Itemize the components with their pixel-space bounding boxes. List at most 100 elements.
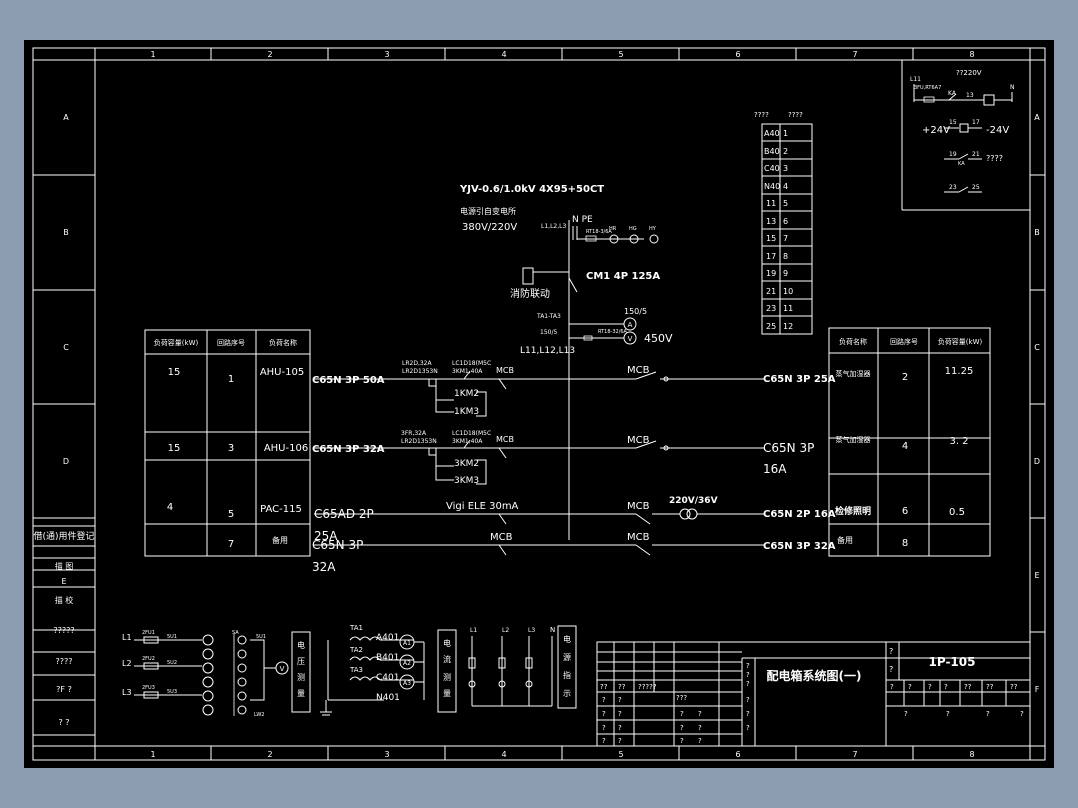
row-label: F (1035, 685, 1040, 694)
terminal-header: ???? (754, 111, 769, 119)
tb-sub-row: ? (986, 710, 990, 718)
b401: B401 (376, 653, 399, 663)
control-13: 13 (966, 92, 974, 99)
tb-sub-head: ?? (1010, 683, 1018, 691)
register-row: 描 校 (55, 595, 74, 605)
tb-r2: ? (680, 737, 684, 745)
ct-ratio: 150/5 (540, 329, 557, 336)
terminal-cell: 11 (766, 199, 776, 208)
terminal-cell: 25 (766, 322, 776, 331)
tb-r2: ? (618, 737, 622, 745)
n401: N401 (376, 693, 400, 703)
voltage-measurement: L1 L2 L3 2FU1 2FU2 2FU3 5U1 5U2 5U3 SA 5… (122, 630, 332, 718)
fuse-2: 2FU2 (142, 656, 155, 662)
ammeter-a3: A3 (403, 680, 411, 687)
voltage-title-2: 压 (297, 657, 305, 666)
tb-r2: ? (602, 737, 606, 745)
ta2: TA2 (349, 646, 363, 654)
terminal-cell: 11 (783, 304, 793, 313)
circuit-7: C65N 3P 32A MCB MCB C65N 3P 32A (312, 532, 836, 574)
schematic-canvas: 1 2 3 4 5 6 7 8 1 2 3 4 5 6 7 8 A B C D … (32, 47, 1046, 761)
drawing-sheet: 1 2 3 4 5 6 7 8 1 2 3 4 5 6 7 8 A B C D … (24, 40, 1054, 768)
load-name: 蒸气加湿器 (836, 369, 871, 378)
c1-contactor: LC1D18(M5C (452, 360, 491, 367)
bus-label: L11,L12,L13 (520, 346, 575, 356)
tb-sub-head: ?? (986, 683, 994, 691)
terminal-cell: A40 (764, 129, 780, 138)
tb-sub-head: ? (928, 683, 932, 691)
terminal-cell: 5 (783, 199, 788, 208)
fuse-3: 2FU3 (142, 685, 155, 691)
c5-breaker-a: C65AD 2P (314, 507, 374, 521)
phase-label: L1,L2,L3 (541, 223, 566, 230)
terminal-cell: 17 (766, 252, 776, 261)
c5-vigi: Vigi ELE 30mA (446, 501, 519, 512)
tb-tag: ? (746, 696, 750, 704)
current-title-1: 电 (443, 638, 451, 648)
load-kw: 11.25 (945, 366, 974, 377)
tb-sub-row: ? (946, 710, 950, 718)
ind-l2: L2 (502, 627, 509, 634)
tb-r1: ?? (600, 683, 608, 691)
voltage-title-4: 量 (297, 689, 305, 698)
control-19: 19 (949, 151, 957, 158)
volt-fuse: RT18-32/6A (598, 329, 628, 335)
c1-relay2: LR2D1353N (402, 368, 438, 375)
fus2-1: 5U1 (167, 634, 177, 640)
supply-voltage: 380V/220V (462, 222, 517, 233)
tb-r2: ? (618, 724, 622, 732)
table-header: 负荷名称 (269, 338, 297, 347)
row-label: B (63, 228, 69, 237)
ind-title-1: 电 (563, 634, 571, 644)
loop-no: 4 (902, 441, 908, 452)
control-ka: KA (948, 90, 957, 97)
c1-relay: LR2D,32A (402, 360, 432, 367)
c7-mcb: MCB (490, 532, 513, 543)
tb-r2: ? (698, 724, 702, 732)
current-title-4: 量 (443, 689, 451, 698)
terminal-cell: 8 (783, 252, 788, 261)
load-kw: 15 (168, 367, 181, 378)
loop-no: 8 (902, 538, 908, 549)
tb-r2: ? (602, 724, 606, 732)
col-label: 8 (969, 750, 974, 759)
control-q4: ???? (986, 154, 1003, 163)
table-header: 回路序号 (890, 337, 918, 346)
control-17: 17 (972, 119, 980, 126)
ind-title-3: 指 (563, 670, 571, 680)
tb-tag: ? (746, 662, 750, 670)
phase-l2: L2 (122, 659, 132, 668)
tb-r2: ? (680, 724, 684, 732)
control-21: 21 (972, 151, 980, 158)
tb-sub-head: ?? (964, 683, 972, 691)
ind-n: N (550, 626, 555, 634)
register-row: E (61, 577, 66, 586)
c1-breaker: C65N 3P 50A (312, 375, 385, 386)
volt-value: 450V (644, 332, 673, 345)
tb-r1: ????? (638, 683, 657, 691)
left-register-strip: 借(通)用件登记 描 图 E 描 校 ????? ???? ?F ? ? ? (33, 525, 95, 736)
c2-mcb: MCB (627, 365, 650, 376)
c1-km2: 1KM2 (454, 389, 479, 399)
c3-relay2: LR2D1353N (401, 438, 437, 445)
row-label: C (1034, 343, 1040, 352)
tb-tag: ? (746, 710, 750, 718)
c4-mcb: MCB (627, 435, 650, 446)
drawing-number: 1P-105 (929, 655, 976, 669)
loop-no: 3 (228, 443, 234, 454)
ind-title-2: 源 (563, 653, 571, 662)
load-kw: 0.5 (949, 507, 965, 518)
c6-breaker: C65N 2P 16A (763, 509, 836, 520)
tb-sub-row: ? (1020, 710, 1024, 718)
load-name: 蒸气加湿器 (836, 435, 871, 444)
c3-contactor2: 3KM1,40A (452, 438, 483, 445)
supply-section: YJV-0.6/1.0kV 4X95+50CT 电源引自变电所 380V/220… (459, 184, 673, 540)
current-title-3: 测 (443, 673, 451, 682)
column-ticks (210, 48, 914, 760)
c401: C401 (376, 673, 399, 683)
c3-contactor: LC1D18(M5C (452, 430, 491, 437)
control-title: ??220V (956, 69, 982, 77)
load-name: 备用 (272, 535, 288, 545)
terminal-header: ???? (788, 111, 803, 119)
